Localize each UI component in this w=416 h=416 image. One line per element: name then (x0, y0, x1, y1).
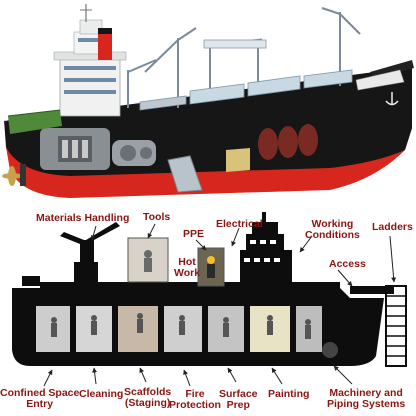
label-working-conditions: Working Conditions (305, 218, 360, 241)
propeller-icon (2, 166, 22, 186)
crane-icon (60, 222, 120, 284)
anchor-icon (385, 92, 399, 106)
label-scaffolds: Scaffolds (Staging) (124, 386, 172, 409)
label-machinery-piping: Machinery and Piping Systems (327, 387, 406, 410)
label-cleaning: Cleaning (79, 388, 124, 400)
label-painting: Painting (268, 388, 310, 400)
tools-photo (127, 237, 169, 283)
ladder-icon (386, 295, 406, 357)
label-access: Access (329, 258, 366, 270)
label-tools: Tools (143, 211, 171, 223)
label-hot-work: Hot Work (174, 256, 201, 279)
label-surface-prep: Surface Prep (219, 388, 258, 411)
ship-cutaway-illustration (2, 4, 414, 198)
compartments (36, 306, 322, 352)
superstructure (53, 4, 127, 117)
label-ladders: Ladders (372, 221, 413, 233)
label-fire-protection: Fire Protection (169, 388, 221, 411)
callout-arrows (43, 223, 397, 387)
label-confined-space-entry: Confined Space Entry (0, 387, 80, 410)
hazard-ship-silhouette (12, 212, 407, 367)
label-electrical: Electrical (216, 218, 263, 230)
gangway (167, 155, 203, 193)
cargo-hatches (139, 69, 353, 111)
label-materials-handling: Materials Handling (36, 212, 130, 224)
label-ppe: PPE (183, 228, 205, 240)
engine-icon (58, 136, 92, 162)
stern-deck (8, 110, 62, 134)
